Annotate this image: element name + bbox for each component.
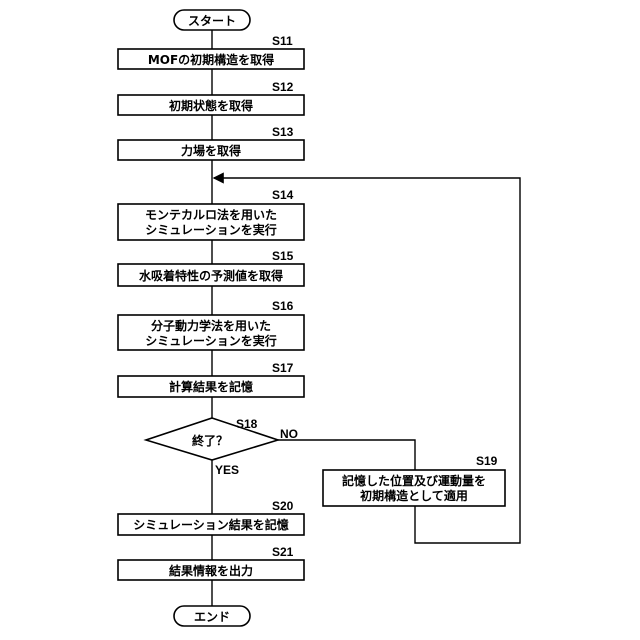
step-s18-id: S18 — [236, 417, 258, 431]
step-s19-id: S19 — [476, 454, 498, 468]
step-s19-line2: 初期構造として適用 — [360, 488, 468, 503]
step-s21-text: 結果情報を出力 — [169, 563, 253, 578]
step-s11-id: S11 — [272, 34, 293, 48]
start-label: スタート — [188, 14, 236, 28]
step-s17-text: 計算結果を記憶 — [169, 379, 253, 394]
step-s14-line1: モンテカルロ法を用いた — [145, 207, 277, 222]
step-s20-id: S20 — [272, 499, 294, 513]
step-s16-line1: 分子動力学法を用いた — [151, 318, 271, 333]
step-s14-id: S14 — [272, 188, 294, 202]
step-s18-yes-label: YES — [215, 463, 239, 477]
step-s19-line1: 記憶した位置及び運動量を — [342, 473, 486, 488]
step-s11-text: MOFの初期構造を取得 — [148, 52, 274, 67]
step-s18-text: 終了？ — [192, 433, 228, 448]
step-s15-id: S15 — [272, 249, 294, 263]
end-label: エンド — [194, 610, 230, 624]
step-s13-id: S13 — [272, 125, 294, 139]
step-s17-id: S17 — [272, 361, 294, 375]
step-s20-text: シミュレーション結果を記憶 — [133, 517, 289, 532]
step-s12-id: S12 — [272, 80, 294, 94]
step-s14-line2: シミュレーションを実行 — [145, 222, 277, 237]
step-s16-id: S16 — [272, 299, 294, 313]
step-s16-line2: シミュレーションを実行 — [145, 333, 277, 348]
step-s21-id: S21 — [272, 545, 294, 559]
step-s12-text: 初期状態を取得 — [169, 98, 253, 113]
step-s15-text: 水吸着特性の予測値を取得 — [139, 268, 283, 283]
step-s13-text: 力場を取得 — [181, 143, 241, 158]
step-s18-no-label: NO — [280, 427, 298, 441]
